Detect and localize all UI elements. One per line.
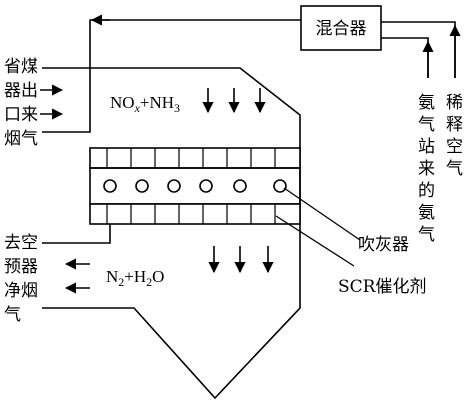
ammonia-injection-pipe (42, 19, 301, 133)
svg-text:去空: 去空 (4, 233, 38, 253)
outlet-duct-pipe (42, 223, 111, 244)
catalyst-label: SCR催化剂 (338, 277, 426, 297)
soot-blower-row (89, 167, 301, 205)
svg-text:器出: 器出 (4, 81, 38, 101)
soot-blower-nozzle (103, 179, 117, 193)
mixer-label: 混合器 (316, 19, 367, 39)
ammonia-source-label: 氨 气 站 来 的 氨 气 (418, 93, 435, 245)
reactant-formula: NOx+NH3 (110, 93, 180, 115)
dilution-air-line (381, 21, 456, 78)
svg-text:气: 气 (418, 225, 435, 245)
outlet-flue-gas-label: 去空 预器 净烟 气 (4, 233, 38, 325)
svg-text:省煤: 省煤 (4, 57, 38, 77)
soot-blower-nozzle (167, 179, 181, 193)
soot-blower-nozzle (273, 179, 287, 193)
svg-text:稀: 稀 (446, 93, 463, 113)
soot-blower-nozzle (233, 179, 247, 193)
svg-text:空: 空 (446, 137, 463, 157)
svg-text:预器: 预器 (4, 257, 38, 277)
soot-blower-nozzle (135, 179, 149, 193)
soot-blower-leader-line (283, 187, 361, 241)
catalyst-leader-line (275, 215, 355, 267)
svg-text:净烟: 净烟 (4, 281, 38, 301)
dilution-air-label: 稀 释 空 气 (446, 93, 463, 179)
catalyst-layer-upper (89, 147, 301, 169)
svg-text:来: 来 (418, 159, 435, 179)
ammonia-feed-line (381, 37, 429, 78)
product-formula: N2+H2O (106, 267, 164, 289)
svg-text:氨: 氨 (418, 93, 435, 113)
svg-text:氨: 氨 (418, 203, 435, 223)
svg-text:气: 气 (4, 305, 21, 325)
svg-text:烟气: 烟气 (4, 129, 38, 149)
svg-text:气: 气 (446, 159, 463, 179)
soot-blower-nozzle (199, 179, 213, 193)
svg-text:站: 站 (418, 137, 435, 157)
soot-blower-label: 吹灰器 (358, 235, 409, 255)
svg-text:的: 的 (418, 181, 435, 201)
mixer-box (300, 5, 382, 51)
svg-text:口来: 口来 (4, 105, 38, 125)
inlet-flue-gas-label: 省煤 器出 口来 烟气 (4, 57, 38, 149)
reactor-outline (42, 67, 301, 400)
svg-text:释: 释 (446, 115, 463, 135)
catalyst-layer-lower (89, 203, 301, 225)
svg-text:气: 气 (418, 115, 435, 135)
